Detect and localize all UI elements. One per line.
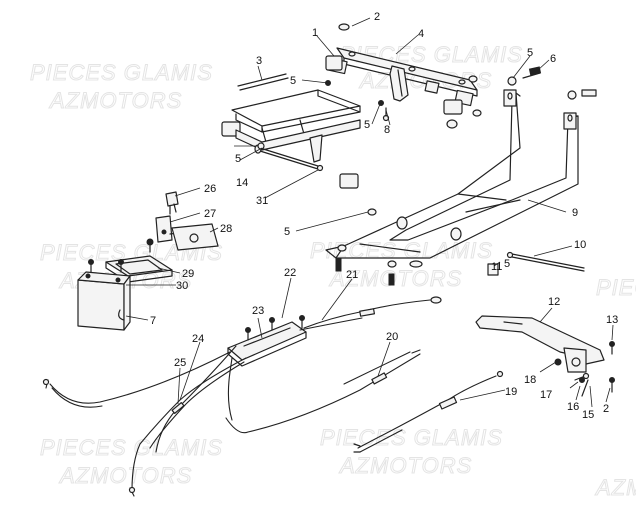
callout-label: 5: [504, 258, 510, 270]
watermark-text: AZMOTORS: [338, 453, 472, 478]
callout-label: 10: [574, 239, 586, 251]
callout-label: 30: [176, 280, 188, 292]
callout-label: 27: [204, 208, 216, 220]
watermark-text: PIECES GLAMIS: [30, 60, 213, 85]
watermark-text: PIECES GLAMIS: [40, 435, 223, 460]
leader-lines: [125, 17, 614, 408]
rubber-mount-part: [221, 55, 463, 189]
callout-labels: 1 2 3 4 5 5 5 5 5 5 6 7 8 9 10 11 12 13 …: [150, 11, 618, 421]
main-frame-part: [325, 89, 579, 268]
callout-label: 4: [418, 28, 424, 40]
callout-label: 18: [524, 374, 536, 386]
support-frame-part: [231, 89, 361, 163]
long-bolt-part: [506, 251, 585, 272]
watermark-text: AZMOTORS: [594, 475, 636, 500]
battery-part: [77, 271, 131, 331]
callout-label: 31: [256, 195, 268, 207]
callout-label: 11: [491, 261, 502, 273]
callout-label: 1: [312, 27, 318, 39]
callout-label: 5: [364, 119, 370, 131]
callout-label: 13: [606, 314, 618, 326]
callout-label: 29: [182, 268, 194, 280]
nut-icon: [338, 23, 482, 129]
watermark-text: AZMOTORS: [58, 463, 192, 488]
callout-label: 2: [374, 11, 380, 23]
callout-label: 12: [548, 296, 560, 308]
callout-label: 28: [220, 223, 232, 235]
callout-label: 5: [290, 75, 296, 87]
watermark-text: AZMOTORS: [328, 266, 462, 291]
callout-label: 7: [150, 315, 156, 327]
callout-label: 16: [567, 401, 579, 413]
cable-junction-part: [227, 315, 307, 367]
watermark-text: AZMOTORS: [48, 88, 182, 113]
callout-label: 21: [346, 269, 358, 281]
callout-label: 17: [540, 389, 552, 401]
rod-part: [237, 73, 289, 91]
callout-label: 2: [603, 403, 609, 415]
callout-label: 20: [386, 331, 398, 343]
callout-label: 9: [572, 207, 578, 219]
callout-label: 5: [527, 47, 533, 59]
bolt-icon: [335, 66, 597, 286]
watermark-text: PIECES GLAMIS: [596, 275, 636, 300]
callout-label: 22: [284, 267, 296, 279]
callout-label: 5: [284, 226, 290, 238]
screw-icon: [88, 259, 124, 273]
cable-end-icon: [42, 296, 504, 494]
callout-label: 14: [236, 177, 248, 189]
callout-label: 8: [384, 124, 390, 136]
callout-label: 5: [235, 153, 241, 165]
callout-label: 25: [174, 357, 186, 369]
callout-label: 3: [256, 55, 262, 67]
callout-label: 24: [192, 333, 204, 345]
relay-part: [146, 215, 219, 253]
callout-label: 26: [204, 183, 216, 195]
watermark-text: PIECES GLAMIS: [320, 425, 503, 450]
callout-label: 15: [582, 409, 594, 421]
switch-part: [165, 191, 179, 215]
lever-hardware-icon: [554, 341, 615, 397]
callout-label: 19: [505, 386, 517, 398]
callout-label: 23: [252, 305, 264, 317]
callout-label: 6: [550, 53, 556, 65]
brake-lever-part: [475, 315, 605, 373]
